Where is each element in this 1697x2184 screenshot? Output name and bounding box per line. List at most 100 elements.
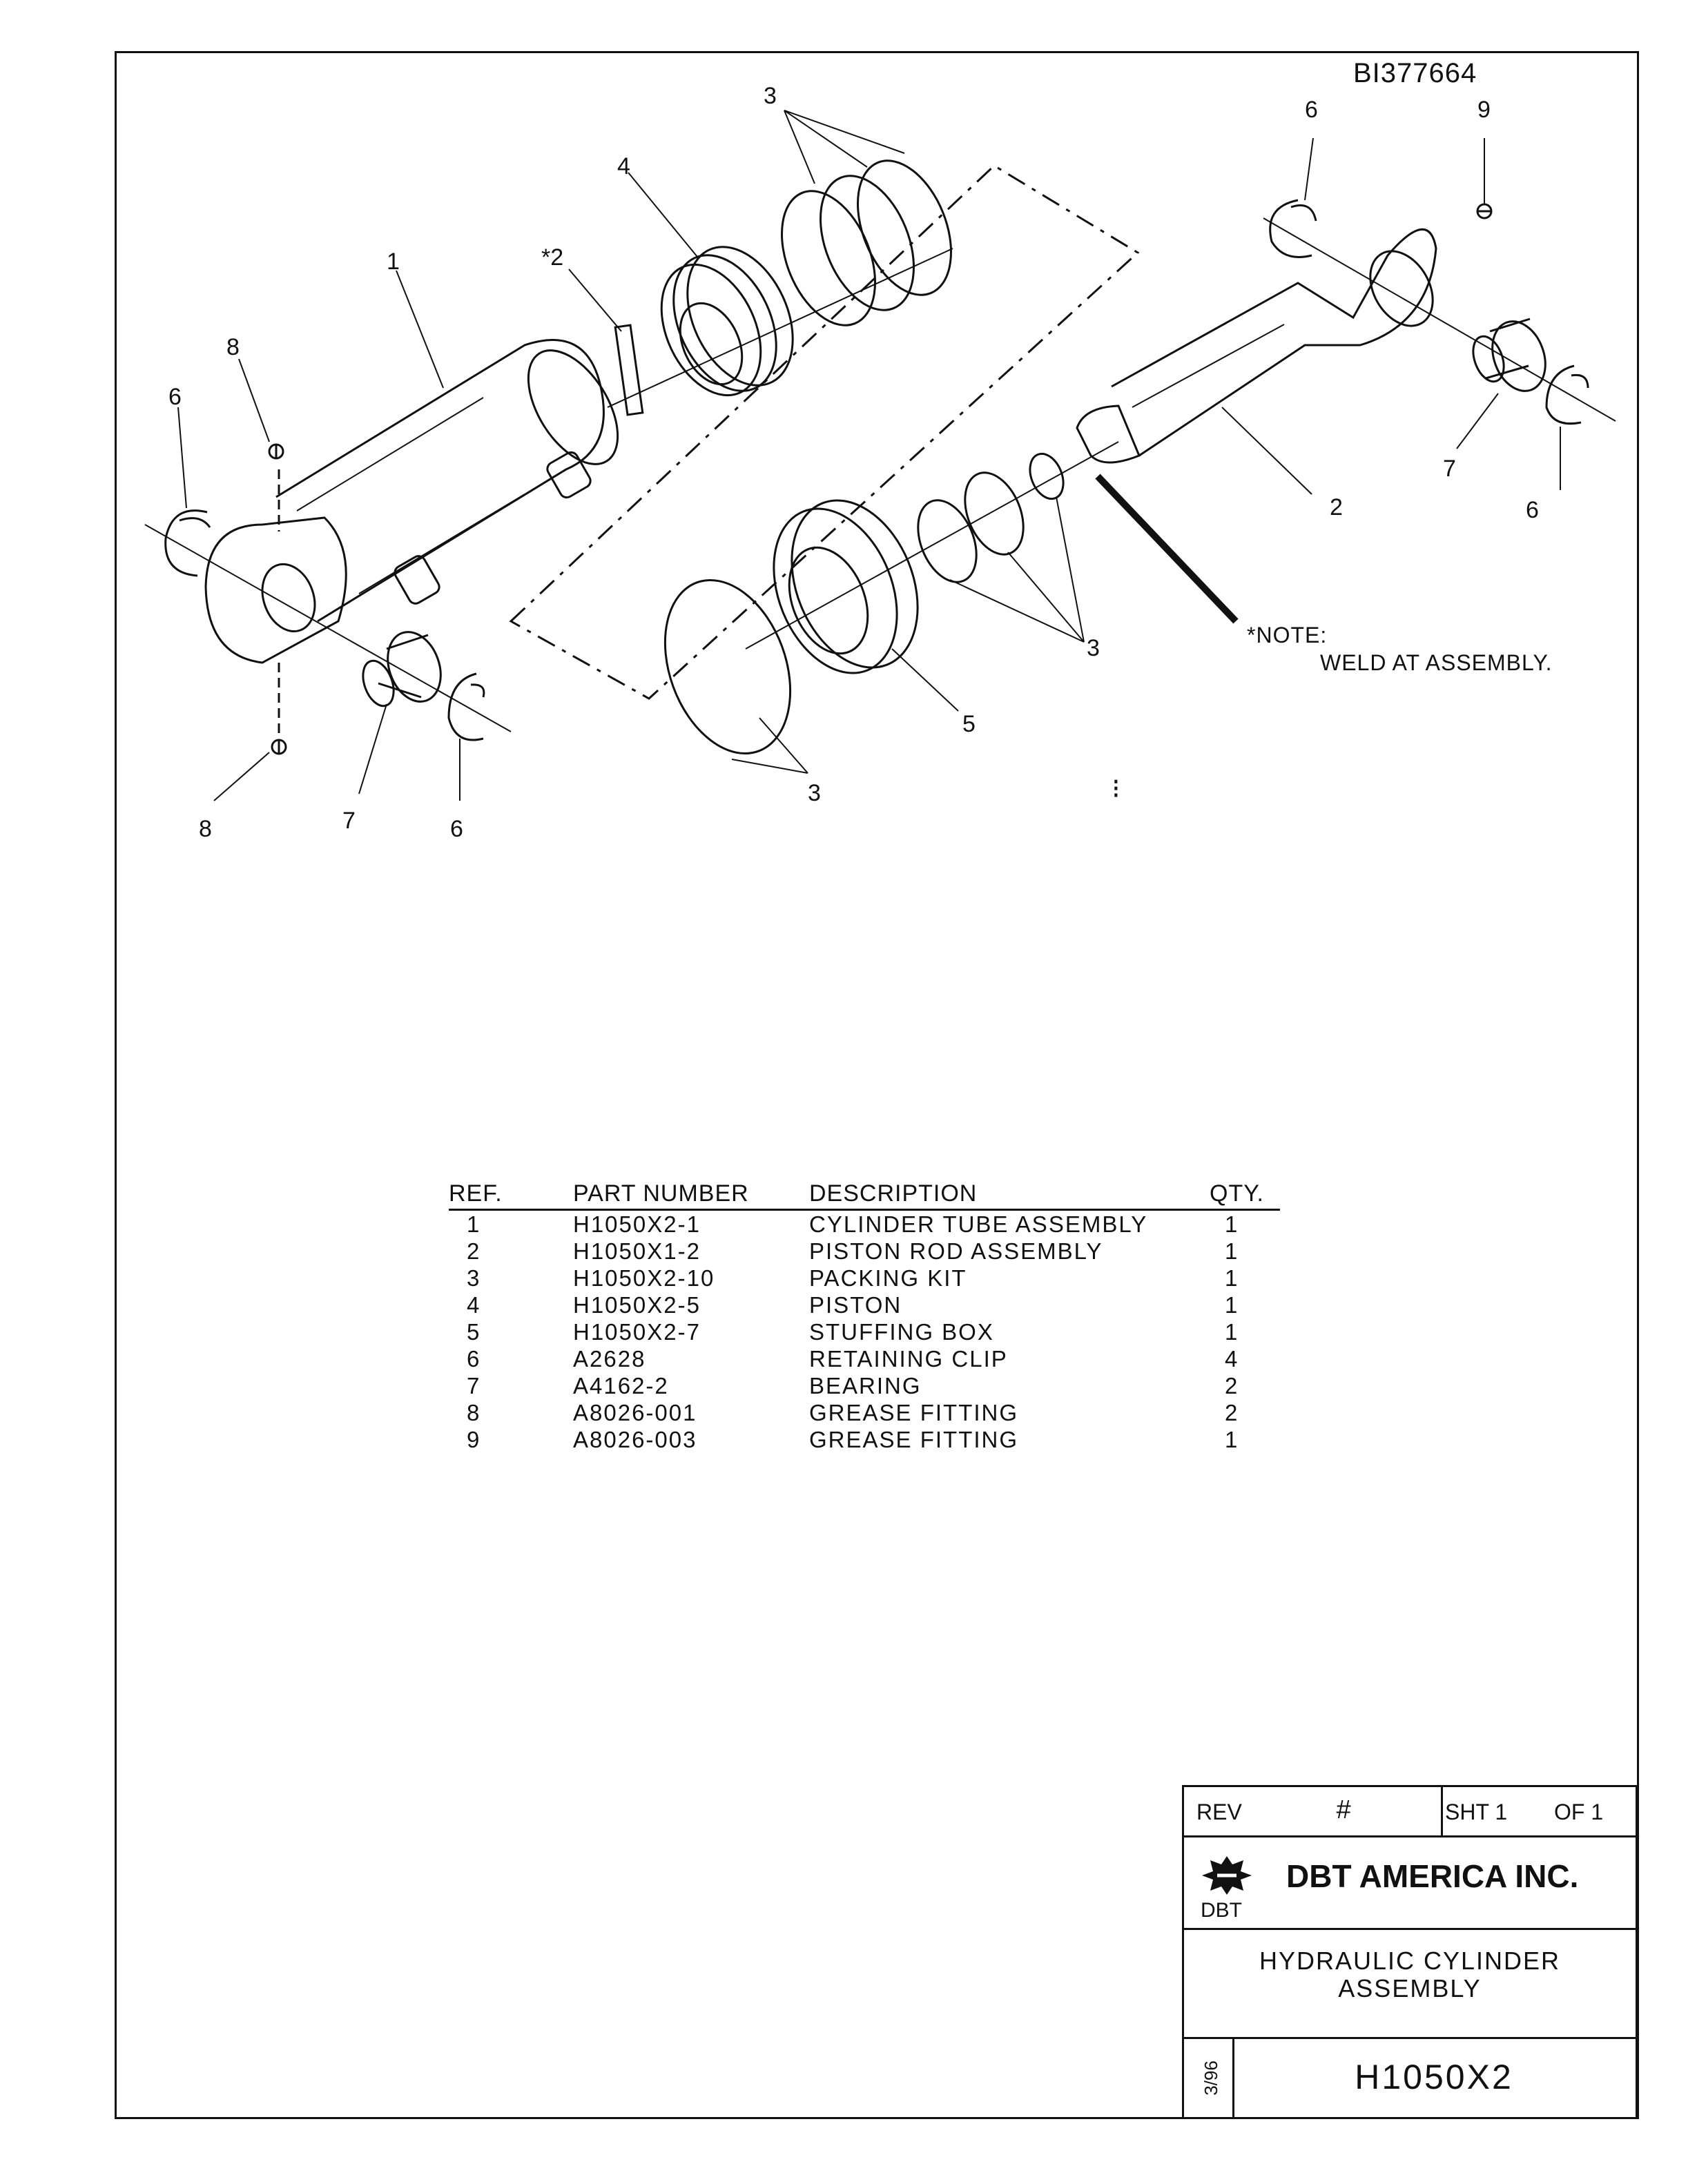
callout-3-upper: 3 — [764, 83, 777, 109]
cell-part-number: H1050X2-10 — [573, 1265, 715, 1291]
cell-ref: 5 — [467, 1319, 481, 1345]
callout-8-lower: 8 — [199, 816, 212, 842]
retaining-clip-left-upper — [164, 509, 211, 577]
weld-leader — [1095, 474, 1239, 624]
company-name: DBT AMERICA INC. — [1286, 1858, 1579, 1894]
cell-part-number: A8026-001 — [573, 1400, 697, 1425]
cell-description: PISTON — [809, 1292, 902, 1318]
table-row: 2 H1050X1-2 PISTON ROD ASSEMBLY 1 — [449, 1238, 1280, 1265]
table-row: 3 H1050X2-10 PACKING KIT 1 — [449, 1265, 1280, 1291]
title-block: REV # SHT 1 OF 1 DBT AMERICA INC. DBT HY… — [1182, 1785, 1638, 2119]
assembly-envelope — [509, 164, 1140, 700]
revision-row: REV # SHT 1 OF 1 — [1184, 1787, 1636, 1837]
cell-ref: 7 — [467, 1373, 481, 1398]
cell-ref: 6 — [467, 1346, 481, 1372]
company-row: DBT AMERICA INC. DBT — [1184, 1835, 1636, 1930]
document-id: BI377664 — [1353, 58, 1477, 88]
cell-description: GREASE FITTING — [809, 1400, 1019, 1425]
sheet-of-label: OF 1 — [1554, 1800, 1604, 1824]
cell-description: PACKING KIT — [809, 1265, 967, 1291]
cell-part-number: H1050X1-2 — [573, 1238, 701, 1264]
packing-rings-lower — [917, 452, 1065, 583]
header-qty: QTY. — [1210, 1180, 1264, 1207]
stuffing-box — [773, 499, 919, 674]
cell-description: PISTON ROD ASSEMBLY — [809, 1238, 1103, 1264]
drawing-title: HYDRAULIC CYLINDER ASSEMBLY — [1184, 1928, 1636, 2002]
callout-6-right-lower: 6 — [1526, 497, 1539, 523]
table-row: 1 H1050X2-1 CYLINDER TUBE ASSEMBLY 1 — [449, 1211, 1280, 1238]
table-row: 9 A8026-003 GREASE FITTING 1 — [449, 1426, 1280, 1453]
note-heading: *NOTE: — [1247, 623, 1328, 647]
cell-ref: 4 — [467, 1292, 481, 1318]
cell-ref: 3 — [467, 1265, 481, 1291]
cell-qty: 1 — [1225, 1427, 1239, 1452]
callout-7-right: 7 — [1443, 456, 1456, 482]
callout-2-star: *2 — [541, 244, 563, 271]
callout-2: 2 — [1330, 494, 1343, 520]
grease-fitting-bottom — [271, 739, 287, 755]
drawing-title-line2: ASSEMBLY — [1338, 1974, 1482, 2002]
cell-description: GREASE FITTING — [809, 1427, 1019, 1452]
callout-1: 1 — [387, 248, 400, 275]
cell-qty: 2 — [1225, 1373, 1239, 1398]
callout-7-left: 7 — [342, 808, 356, 834]
drawing-title-line1: HYDRAULIC CYLINDER — [1259, 1947, 1561, 1975]
table-row: 7 A4162-2 BEARING 2 — [449, 1372, 1280, 1399]
cell-description: STUFFING BOX — [809, 1319, 994, 1345]
drawing-title-row: HYDRAULIC CYLINDER ASSEMBLY — [1184, 1928, 1636, 2039]
cell-qty: 1 — [1225, 1211, 1239, 1237]
dbt-logo-icon — [1202, 1856, 1252, 1895]
grease-fitting-rod-end — [1476, 203, 1493, 220]
cell-ref: 8 — [467, 1400, 481, 1425]
callout-6-left-upper: 6 — [168, 384, 182, 410]
bearing-right — [1472, 318, 1546, 392]
date-cell: 3/96 — [1184, 2037, 1234, 2117]
cell-part-number: H1050X2-1 — [573, 1211, 701, 1237]
piston — [660, 246, 794, 397]
cell-ref: 1 — [467, 1211, 481, 1237]
cell-part-number: A2628 — [573, 1346, 646, 1372]
cell-qty: 1 — [1225, 1292, 1239, 1318]
retaining-clip-left-lower — [447, 672, 485, 741]
drawing-number: H1050X2 — [1355, 2058, 1513, 2096]
callout-leaders — [177, 110, 1561, 801]
bin-marks: ⁝ — [1112, 774, 1121, 804]
drawing-number-row: 3/96 H1050X2 — [1184, 2037, 1636, 2117]
callout-4: 4 — [617, 153, 630, 179]
header-part-number: PART NUMBER — [573, 1180, 749, 1207]
weld-seal-plate — [614, 324, 644, 416]
callout-6-left-lower: 6 — [450, 816, 463, 842]
callout-8-upper: 8 — [226, 334, 240, 360]
cell-qty: 2 — [1225, 1400, 1239, 1425]
cell-part-number: A4162-2 — [573, 1373, 669, 1398]
cell-qty: 1 — [1225, 1319, 1239, 1345]
retaining-clip-right-upper — [1269, 199, 1317, 258]
header-description: DESCRIPTION — [809, 1180, 978, 1207]
cylinder-tube — [204, 339, 619, 739]
wiper-ring — [663, 579, 792, 754]
brand-label: DBT — [1201, 1899, 1242, 1922]
cell-qty: 1 — [1225, 1265, 1239, 1291]
cell-qty: 1 — [1225, 1238, 1239, 1264]
drawing-date: 3/96 — [1200, 2060, 1221, 2096]
exploded-assembly-drawing: 3 4 1 *2 8 6 6 9 2 6 7 3 5 3 8 7 6 — [144, 83, 1616, 842]
table-row: 6 A2628 RETAINING CLIP 4 — [449, 1345, 1280, 1372]
note-text: WELD AT ASSEMBLY. — [1320, 650, 1553, 675]
revision-divider — [1441, 1787, 1443, 1835]
cell-ref: 9 — [467, 1427, 481, 1452]
grease-fitting-top — [268, 443, 284, 460]
callout-9: 9 — [1477, 97, 1491, 123]
cell-description: BEARING — [809, 1373, 922, 1398]
rev-label: REV — [1196, 1800, 1242, 1824]
cell-part-number: A8026-003 — [573, 1427, 697, 1452]
sheet-label: SHT 1 — [1445, 1800, 1508, 1824]
callout-5: 5 — [962, 711, 976, 737]
parts-table: REF. PART NUMBER DESCRIPTION QTY. 1 H105… — [449, 1180, 1280, 1453]
table-row: 4 H1050X2-5 PISTON 1 — [449, 1291, 1280, 1318]
bearing-left — [362, 631, 442, 708]
parts-table-header: REF. PART NUMBER DESCRIPTION QTY. — [449, 1180, 1280, 1211]
table-row: 5 H1050X2-7 STUFFING BOX 1 — [449, 1318, 1280, 1345]
cell-description: RETAINING CLIP — [809, 1346, 1008, 1372]
callout-3-right: 3 — [1087, 635, 1100, 661]
